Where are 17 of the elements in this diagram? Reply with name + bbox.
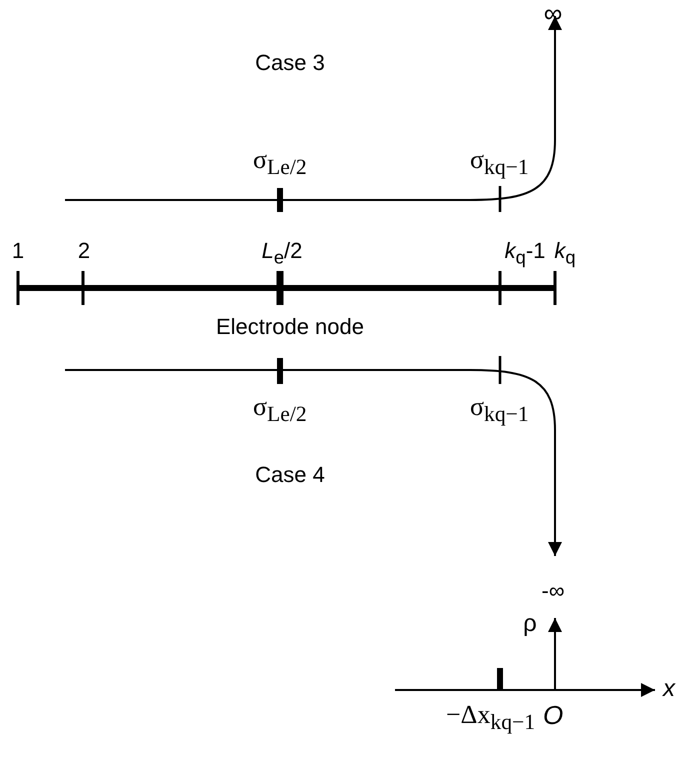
node-number: 2	[78, 240, 90, 262]
infinity-label: -∞	[542, 580, 564, 602]
node-number: L$_{e}$/2	[262, 240, 302, 267]
sigma-label: σ$_{kq−1}$	[470, 394, 529, 426]
sigma-label: σ$_{kq−1}$	[470, 147, 529, 179]
sigma-label: σ$_{Le/2}$	[253, 394, 307, 426]
axis-label: ρ	[523, 612, 537, 636]
case-label: Case 4	[255, 464, 325, 486]
case-label: Case 3	[255, 52, 325, 74]
origin-label: O	[543, 702, 564, 728]
node-number: k$_{q}$-1	[504, 240, 546, 267]
axis-label: x	[663, 677, 675, 701]
sigma-label: σ$_{Le/2}$	[253, 147, 307, 179]
node-number: 1	[12, 240, 24, 262]
tick-label: −Δx$_{kq−1}$	[446, 702, 536, 734]
axis-title: Electrode node	[216, 316, 364, 338]
node-number: k$_{q}$	[554, 240, 576, 267]
